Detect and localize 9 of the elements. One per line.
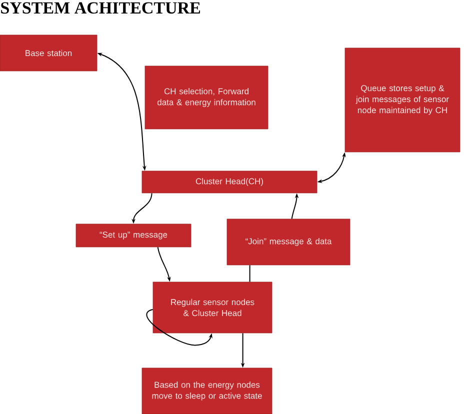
process-box: Regular sensor nodes & Cluster Head (152, 282, 272, 334)
process-box: CH selection, Forward data & energy information (144, 66, 268, 130)
process-box: Queue stores setup & join messages of sensor node maintained by CH (344, 48, 460, 152)
title: SYSTEM ACHITECTURE (1, 2, 200, 14)
process-box: Based on the energy nodes move to sleep or active state (142, 368, 272, 414)
process-box: “Set up” message (76, 224, 192, 248)
process-box: Base station (0, 34, 98, 72)
process-box: “Join” message & data (226, 218, 350, 266)
process-box: Cluster Head(CH) (142, 170, 318, 194)
